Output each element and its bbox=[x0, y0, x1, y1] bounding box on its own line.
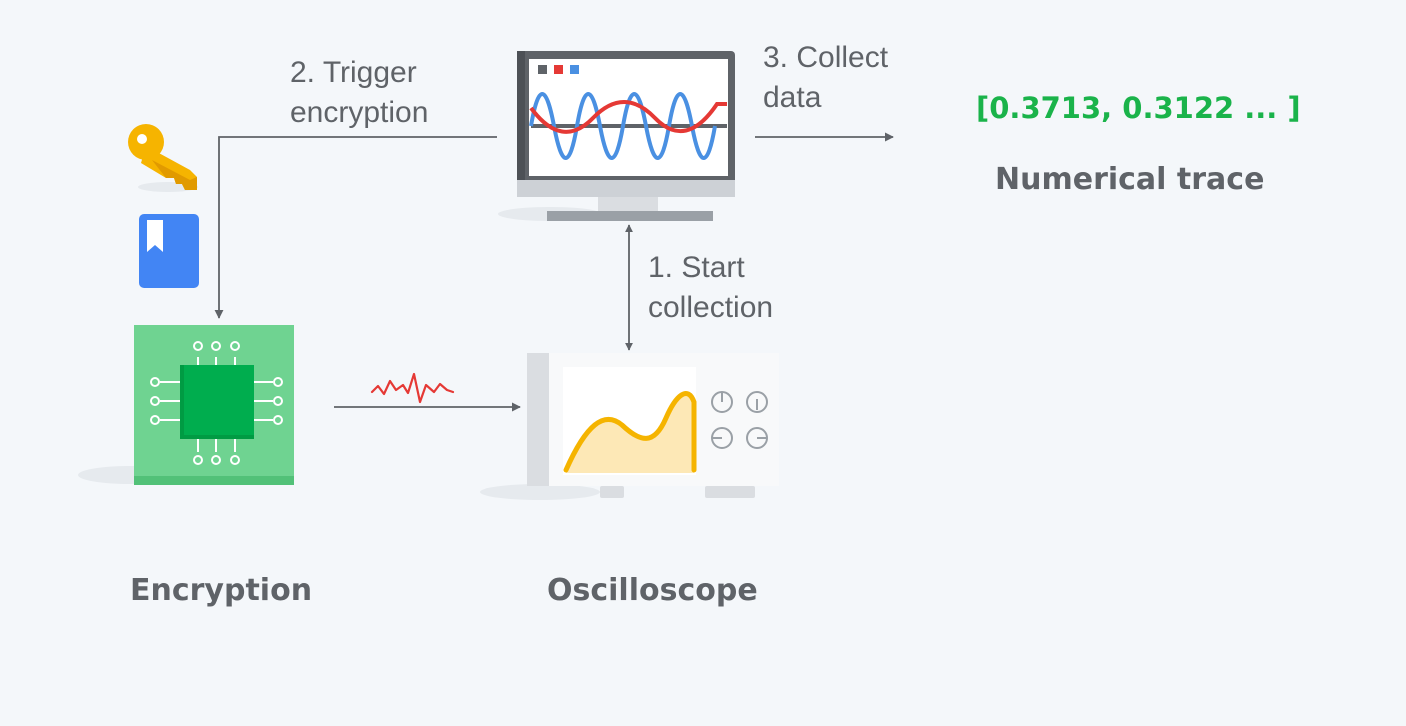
numerical-trace-values: [0.3713, 0.3122 ... ] bbox=[976, 91, 1301, 125]
encryption-title: Encryption bbox=[130, 573, 313, 608]
collect-step-label-line2: data bbox=[763, 81, 822, 114]
book-icon bbox=[139, 214, 199, 288]
oscilloscope-icon bbox=[480, 353, 779, 500]
trigger-step-label-line1: 2. Trigger bbox=[290, 56, 417, 89]
trigger-step-label-line2: encryption bbox=[290, 96, 429, 129]
signal-pulse-icon bbox=[370, 372, 455, 404]
start-step-label-line1: 1. Start bbox=[648, 251, 745, 284]
chip-icon bbox=[78, 325, 294, 485]
numerical-trace-title: Numerical trace bbox=[995, 162, 1265, 197]
oscilloscope-title: Oscilloscope bbox=[547, 573, 758, 608]
key-icon bbox=[128, 124, 198, 192]
start-step-label-line2: collection bbox=[648, 291, 774, 324]
trigger-connector bbox=[214, 136, 497, 319]
collect-step-label-line1: 3. Collect bbox=[763, 41, 889, 74]
monitor-icon bbox=[498, 51, 735, 221]
